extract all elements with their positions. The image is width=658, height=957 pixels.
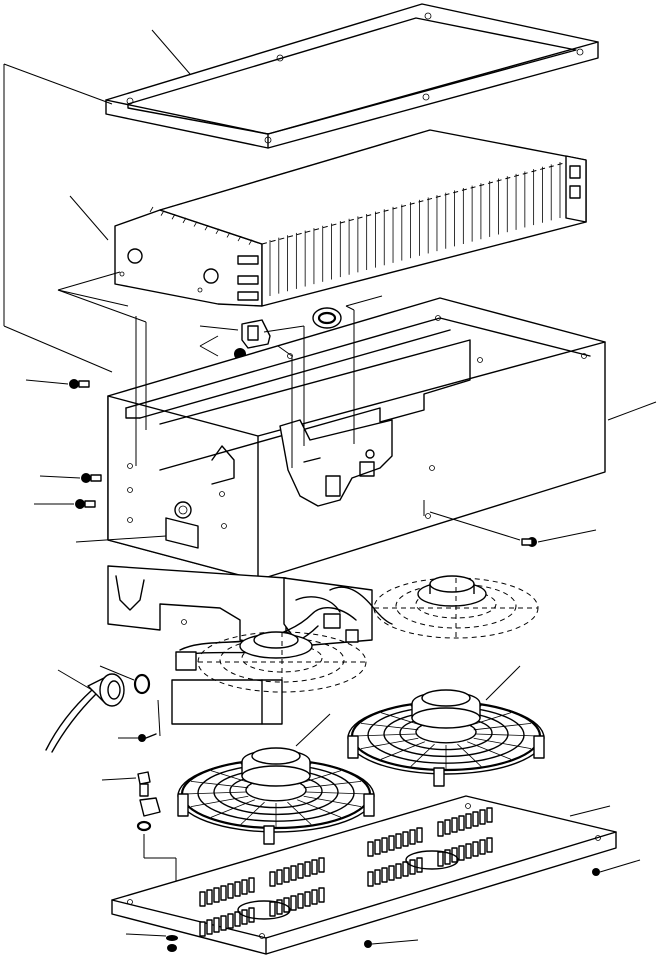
clip-bracket [241, 319, 271, 349]
fan-assembly [347, 689, 545, 787]
washer [136, 820, 152, 832]
fin-lines [149, 162, 561, 296]
o-ring [133, 673, 151, 695]
fan-assembly [177, 747, 375, 845]
bottom-cover [111, 795, 617, 955]
fan-guard [373, 575, 539, 639]
connector-plug [45, 673, 125, 753]
screw [521, 537, 537, 547]
heat-exchanger-core [114, 129, 587, 307]
bolt [75, 499, 96, 509]
clip [139, 797, 161, 817]
screw [138, 733, 157, 742]
vent-grille [367, 807, 493, 887]
wiring-harness [175, 586, 393, 671]
vent-grille [199, 857, 325, 937]
bolt [137, 771, 151, 797]
bolt [69, 379, 90, 389]
housing-box [107, 297, 606, 581]
grommet [312, 307, 342, 329]
inner-bracket [107, 565, 373, 725]
fan-guard [197, 631, 367, 693]
top-frame [105, 3, 599, 149]
screw [592, 868, 600, 876]
screw [364, 940, 372, 948]
leader-lines [3, 29, 657, 945]
nut [166, 935, 178, 952]
bolt [81, 473, 102, 483]
